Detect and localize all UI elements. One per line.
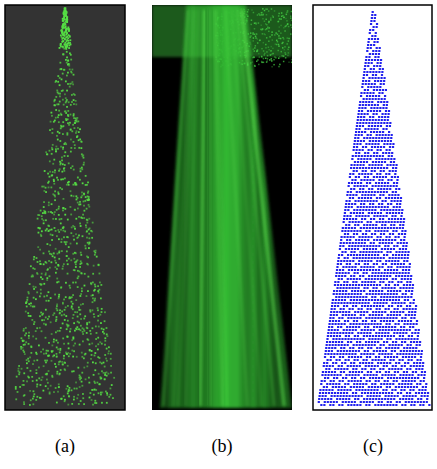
panel-label: (c) [363,436,383,457]
rendered-beam-panel [152,5,293,410]
panel-label: (b) [212,436,233,457]
panel-label: (a) [55,436,75,457]
point-cloud-panel [5,5,125,410]
grid-pattern-panel [313,5,432,410]
